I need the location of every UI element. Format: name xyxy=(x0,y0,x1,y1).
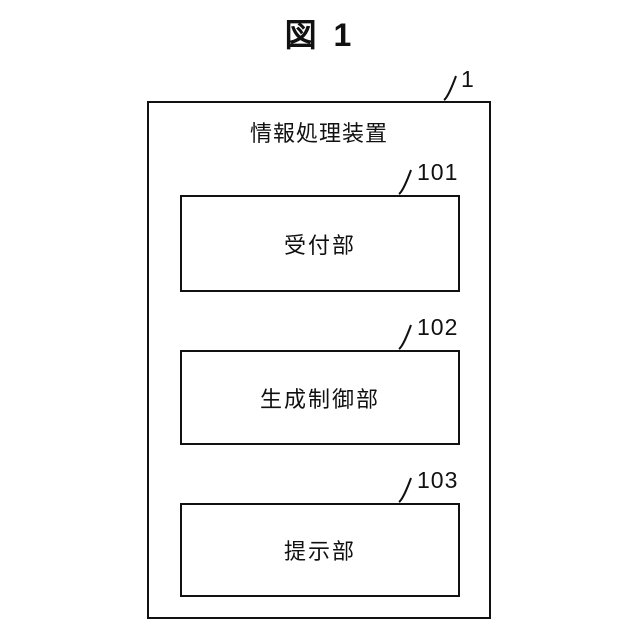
unit-label-generation-control: 生成制御部 xyxy=(259,386,380,412)
figure-title: 図 1 xyxy=(284,17,356,53)
leader-line-102-icon xyxy=(398,324,412,350)
leader-line-103-icon xyxy=(398,477,412,503)
leader-line-101-icon xyxy=(398,169,412,195)
unit-box-presentation: 提示部 xyxy=(180,503,460,597)
device-title: 情報処理装置 xyxy=(249,121,388,146)
unit-label-presentation: 提示部 xyxy=(283,539,356,564)
unit-box-reception: 受付部 xyxy=(180,195,460,292)
ref-label-103: 103 xyxy=(417,467,459,493)
ref-label-101: 101 xyxy=(417,159,459,185)
unit-label-reception: 受付部 xyxy=(283,232,356,258)
ref-label-102: 102 xyxy=(417,314,459,340)
unit-box-generation-control: 生成制御部 xyxy=(180,350,460,445)
device-ref-label: 1 xyxy=(461,66,475,92)
device-leader-line-icon xyxy=(443,75,457,101)
